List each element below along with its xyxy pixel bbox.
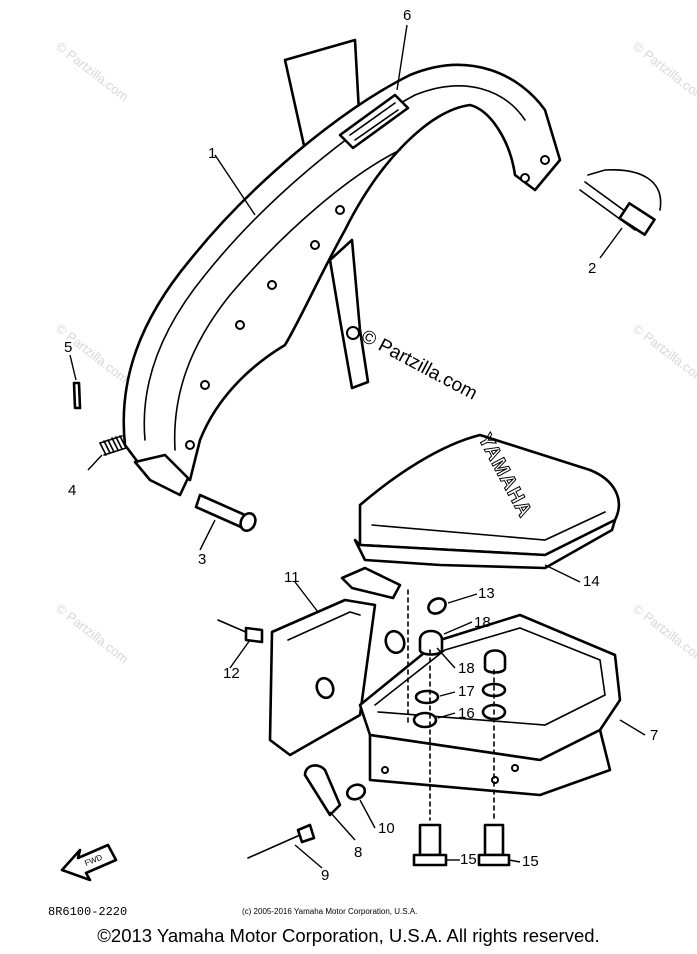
callout-9: 9: [321, 867, 329, 884]
callout-leaders: [69, 24, 646, 869]
callout-1: 1: [208, 145, 216, 162]
pin-part: [194, 493, 257, 532]
rivet: [491, 776, 499, 784]
callout-5: 5: [64, 339, 72, 356]
bolt-hole: [540, 155, 550, 165]
spring-part: [99, 435, 127, 456]
hardware-group: [217, 597, 511, 867]
callout-14: 14: [583, 573, 600, 590]
watermark-low-right: © Partzilla.com: [630, 601, 697, 667]
bolt-hole: [346, 326, 360, 340]
clip-part: [579, 169, 662, 237]
bolt-hole: [200, 380, 210, 390]
callout-16: 16: [458, 705, 475, 722]
watermark-center: © Partzilla.com: [358, 326, 481, 405]
callout-12: 12: [223, 665, 240, 682]
callout-2: 2: [588, 260, 596, 277]
callout-4: 4: [68, 482, 76, 499]
bolt-hole: [520, 173, 530, 183]
rivet: [511, 764, 519, 772]
callout-18b: 18: [474, 614, 491, 631]
callout-15b: 15: [522, 853, 539, 870]
bolt-hole: [235, 320, 245, 330]
cotter-pin-part: [72, 381, 82, 410]
bolt-hole: [335, 205, 345, 215]
chain-case-part: [122, 38, 562, 497]
bolt-hole: [267, 280, 277, 290]
callout-7: 7: [650, 727, 658, 744]
footer-copyright: ©2013 Yamaha Motor Corporation, U.S.A. A…: [97, 925, 600, 946]
callout-18a: 18: [458, 660, 475, 677]
callout-6: 6: [403, 7, 411, 24]
bolt-hole: [185, 440, 195, 450]
watermark-mid-right: © Partzilla.com: [630, 321, 697, 387]
dashed-leaders: [407, 589, 495, 821]
callout-13: 13: [478, 585, 495, 602]
box-lid-part: YAMAHA: [340, 430, 621, 600]
fine-copyright: (c) 2005-2016 Yamaha Motor Corporation, …: [242, 907, 417, 916]
callout-8: 8: [354, 844, 362, 861]
diagram-code: 8R6100-2220: [48, 905, 127, 919]
rivet: [381, 766, 389, 774]
parts-diagram: © Partzilla.com © Partzilla.com © Partzi…: [48, 7, 697, 919]
watermark-top-left: © Partzilla.com: [53, 39, 131, 105]
callout-17: 17: [458, 683, 475, 700]
bolt-hole: [310, 240, 320, 250]
callout-15a: 15: [460, 851, 477, 868]
callout-10: 10: [378, 820, 395, 837]
watermark-low-left: © Partzilla.com: [53, 601, 131, 667]
callout-labels: 1 2 3 4 5 6 7 8 9 10 11 12 13 14 15 15 1…: [64, 7, 658, 884]
fwd-arrow-icon: FWD: [60, 843, 118, 882]
watermark-top-right: © Partzilla.com: [630, 39, 697, 105]
callout-3: 3: [198, 551, 206, 568]
callout-11: 11: [284, 569, 300, 586]
